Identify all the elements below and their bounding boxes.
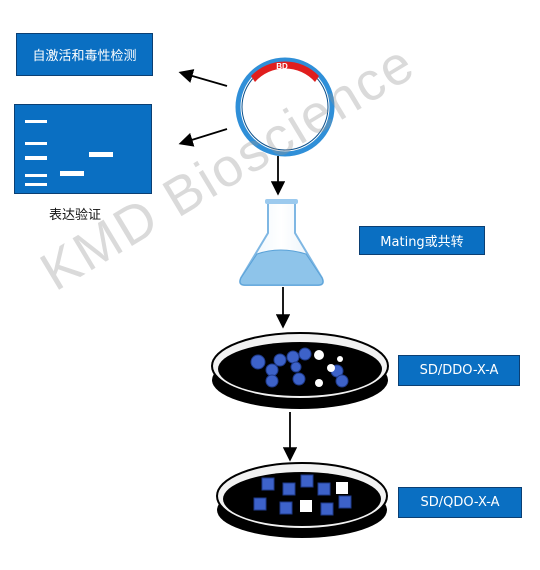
- colonies-squares-white: [300, 482, 348, 512]
- flask-icon: [239, 199, 324, 286]
- plate-ddo: [211, 332, 389, 409]
- colonies-squares-blue: [253, 474, 352, 516]
- sd-ddo-label: SD/DDO-X-A: [419, 363, 499, 378]
- gel-band: [89, 152, 113, 157]
- sd-qdo-box: SD/QDO-X-A: [398, 487, 522, 518]
- autoactivation-label: 自激活和毒性检测: [32, 49, 137, 64]
- autoactivation-toxicity-box: 自激活和毒性检测: [16, 33, 153, 76]
- mating-label: Mating或共转: [380, 235, 464, 250]
- gel-band: [25, 156, 47, 160]
- gel-band: [60, 171, 84, 176]
- bd-label: BD: [276, 62, 288, 71]
- gel-band: [25, 183, 47, 186]
- colonies-blue: [250, 347, 349, 388]
- plate-qdo: [216, 462, 388, 538]
- mating-box: Mating或共转: [359, 226, 485, 255]
- colonies-white: [314, 350, 343, 387]
- arrow-to-autoactivation: [178, 69, 228, 87]
- plasmid-icon: BD: [235, 57, 335, 157]
- gel-band: [25, 142, 47, 145]
- gel-band: [25, 174, 47, 177]
- gel-band: [25, 120, 47, 123]
- sd-ddo-box: SD/DDO-X-A: [398, 355, 520, 386]
- gel-image: [14, 104, 152, 194]
- sd-qdo-label: SD/QDO-X-A: [420, 495, 500, 510]
- bd-segment: [251, 61, 319, 82]
- expression-verification-label: 表达验证: [49, 208, 102, 223]
- arrow-to-expression: [178, 128, 228, 147]
